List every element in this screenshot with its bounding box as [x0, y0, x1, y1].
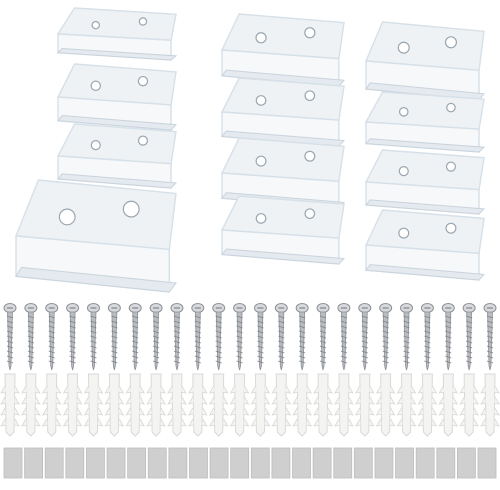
- adhesive-pad: [456, 447, 476, 479]
- acrylic-bracket: [56, 7, 178, 61]
- adhesive-pad: [271, 447, 291, 479]
- screw: [233, 303, 247, 371]
- adhesive-pad: [312, 447, 332, 479]
- acrylic-bracket: [56, 123, 178, 189]
- wall-anchor: [334, 373, 354, 437]
- wall-anchor: [0, 373, 20, 437]
- adhesive-pad: [86, 447, 105, 479]
- adhesive-pad: [168, 447, 188, 479]
- adhesive-pad: [436, 447, 456, 479]
- wall-anchors-group: [0, 373, 500, 437]
- adhesive-pads-group: [3, 447, 497, 479]
- wall-anchor: [62, 373, 83, 437]
- screw: [253, 303, 267, 371]
- adhesive-pad: [250, 447, 270, 479]
- adhesive-pad: [127, 447, 147, 479]
- wall-anchor: [83, 373, 104, 437]
- screws-group: [3, 303, 497, 371]
- screw: [24, 303, 38, 371]
- wall-anchor: [125, 373, 146, 437]
- acrylic-bracket: [56, 63, 178, 131]
- wall-anchor: [250, 373, 271, 437]
- adhesive-pad: [189, 447, 208, 479]
- screw: [45, 303, 59, 371]
- screw: [379, 303, 393, 371]
- screw: [274, 303, 288, 371]
- adhesive-pad: [106, 447, 126, 479]
- screw: [191, 303, 205, 371]
- screw: [337, 303, 351, 371]
- screw: [170, 303, 184, 371]
- screw: [483, 303, 497, 371]
- wall-anchor: [229, 373, 250, 437]
- screw: [3, 303, 17, 371]
- screw: [358, 303, 372, 371]
- acrylic-bracket: [15, 179, 177, 293]
- wall-anchor: [41, 373, 62, 437]
- adhesive-pad: [3, 447, 23, 479]
- wall-anchor: [375, 373, 396, 437]
- wall-anchor: [188, 373, 208, 437]
- adhesive-pad: [44, 447, 64, 479]
- adhesive-pad: [374, 447, 394, 479]
- wall-anchor: [396, 373, 417, 437]
- screw: [149, 303, 163, 371]
- acrylic-brackets-group: [15, 7, 486, 293]
- wall-anchor: [104, 373, 125, 437]
- screw: [316, 303, 330, 371]
- wall-anchor: [208, 373, 229, 437]
- acrylic-bracket: [364, 209, 486, 281]
- acrylic-bracket: [220, 77, 346, 147]
- wall-anchor: [21, 373, 41, 437]
- screw: [400, 303, 414, 371]
- adhesive-pad: [415, 447, 435, 479]
- adhesive-pad: [353, 447, 373, 479]
- screw: [295, 303, 309, 371]
- adhesive-pad: [333, 447, 353, 479]
- screw: [441, 303, 455, 371]
- adhesive-pad: [477, 447, 497, 479]
- wall-anchor: [438, 373, 459, 437]
- acrylic-bracket: [364, 149, 486, 215]
- wall-anchor: [459, 373, 479, 437]
- acrylic-bracket: [220, 13, 346, 87]
- adhesive-pad: [147, 447, 167, 479]
- wall-anchor: [292, 373, 312, 437]
- screw: [420, 303, 434, 371]
- adhesive-pad: [209, 447, 229, 479]
- wall-anchor: [146, 373, 166, 437]
- wall-anchor: [354, 373, 375, 437]
- screw: [128, 303, 142, 371]
- wall-anchor: [167, 373, 187, 437]
- screw: [212, 303, 226, 371]
- screw: [107, 303, 121, 371]
- adhesive-pad: [230, 447, 250, 479]
- screw: [66, 303, 80, 371]
- wall-anchor: [480, 373, 500, 437]
- wall-anchor: [313, 373, 333, 437]
- adhesive-pad: [395, 447, 414, 479]
- acrylic-bracket: [220, 195, 346, 265]
- screw: [86, 303, 100, 371]
- adhesive-pad: [24, 447, 44, 479]
- screw: [462, 303, 476, 371]
- acrylic-bracket: [364, 91, 486, 153]
- acrylic-bracket: [364, 21, 485, 101]
- wall-anchor: [417, 373, 438, 437]
- adhesive-pad: [65, 447, 85, 479]
- wall-anchor: [271, 373, 292, 437]
- adhesive-pad: [292, 447, 311, 479]
